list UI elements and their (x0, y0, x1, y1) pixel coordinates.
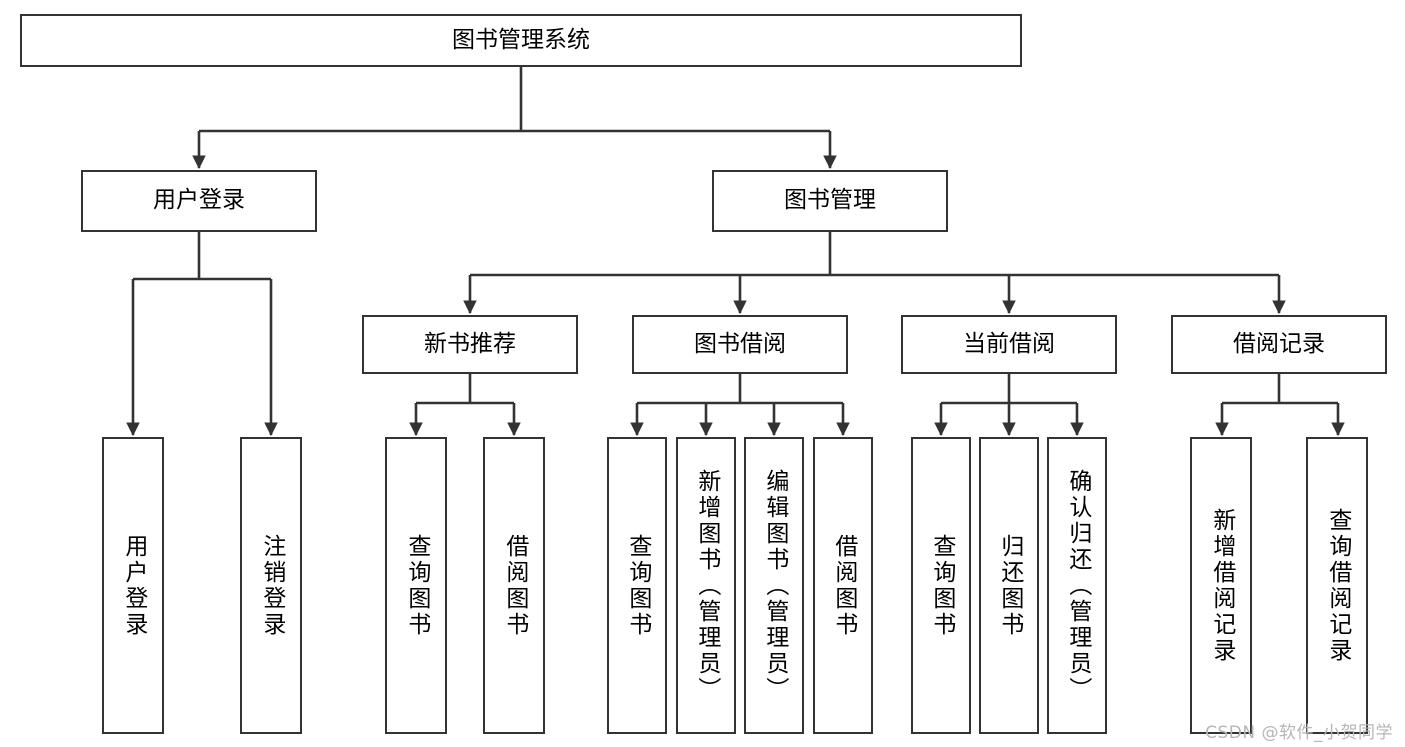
leaf-query-book-current[interactable]: 查询图书 (911, 437, 971, 734)
node-root-book-management-system[interactable]: 图书管理系统 (20, 14, 1022, 67)
leaf-return-book[interactable]: 归还图书 (979, 437, 1039, 734)
node-label: 编辑图书（管理员） (761, 468, 788, 703)
leaf-add-borrow-record[interactable]: 新增借阅记录 (1190, 437, 1252, 734)
node-label: 查询图书 (403, 533, 430, 638)
node-label: 图书借阅 (694, 330, 786, 357)
node-label: 查询图书 (928, 533, 955, 638)
leaf-query-borrow-record[interactable]: 查询借阅记录 (1306, 437, 1368, 734)
node-label: 注销登录 (258, 533, 285, 638)
node-label: 用户登录 (153, 187, 245, 214)
node-user-login[interactable]: 用户登录 (81, 170, 317, 232)
node-book-manage[interactable]: 图书管理 (712, 170, 948, 232)
node-label: 查询借阅记录 (1324, 507, 1351, 664)
leaf-confirm-return-admin[interactable]: 确认归还（管理员） (1047, 437, 1107, 734)
leaf-query-book-recommend[interactable]: 查询图书 (385, 437, 447, 734)
leaf-borrow-book-recommend[interactable]: 借阅图书 (483, 437, 545, 734)
node-label: 图书管理系统 (452, 26, 590, 53)
node-book-borrow[interactable]: 图书借阅 (632, 315, 848, 374)
node-label: 新书推荐 (424, 330, 516, 357)
node-label: 图书管理 (784, 187, 876, 214)
node-current-borrow[interactable]: 当前借阅 (901, 315, 1117, 374)
leaf-edit-book-admin[interactable]: 编辑图书（管理员） (744, 437, 804, 734)
csdn-watermark: CSDN @软件_小贺同学 (1205, 723, 1393, 743)
node-label: 借阅记录 (1233, 330, 1325, 357)
leaf-user-login[interactable]: 用户登录 (102, 437, 164, 734)
leaf-query-book-borrow[interactable]: 查询图书 (607, 437, 667, 734)
leaf-user-logout[interactable]: 注销登录 (240, 437, 302, 734)
node-label: 借阅图书 (830, 533, 857, 638)
node-label: 用户登录 (120, 533, 147, 638)
node-label: 归还图书 (996, 533, 1023, 638)
node-label: 当前借阅 (963, 330, 1055, 357)
leaf-borrow-book[interactable]: 借阅图书 (813, 437, 873, 734)
node-label: 新增图书（管理员） (693, 468, 720, 703)
node-label: 查询图书 (624, 533, 651, 638)
leaf-add-book-admin[interactable]: 新增图书（管理员） (676, 437, 736, 734)
node-new-book-recommend[interactable]: 新书推荐 (362, 315, 578, 374)
node-borrow-record[interactable]: 借阅记录 (1171, 315, 1387, 374)
node-label: 借阅图书 (501, 533, 528, 638)
node-label: 确认归还（管理员） (1064, 468, 1091, 703)
node-label: 新增借阅记录 (1208, 507, 1235, 664)
